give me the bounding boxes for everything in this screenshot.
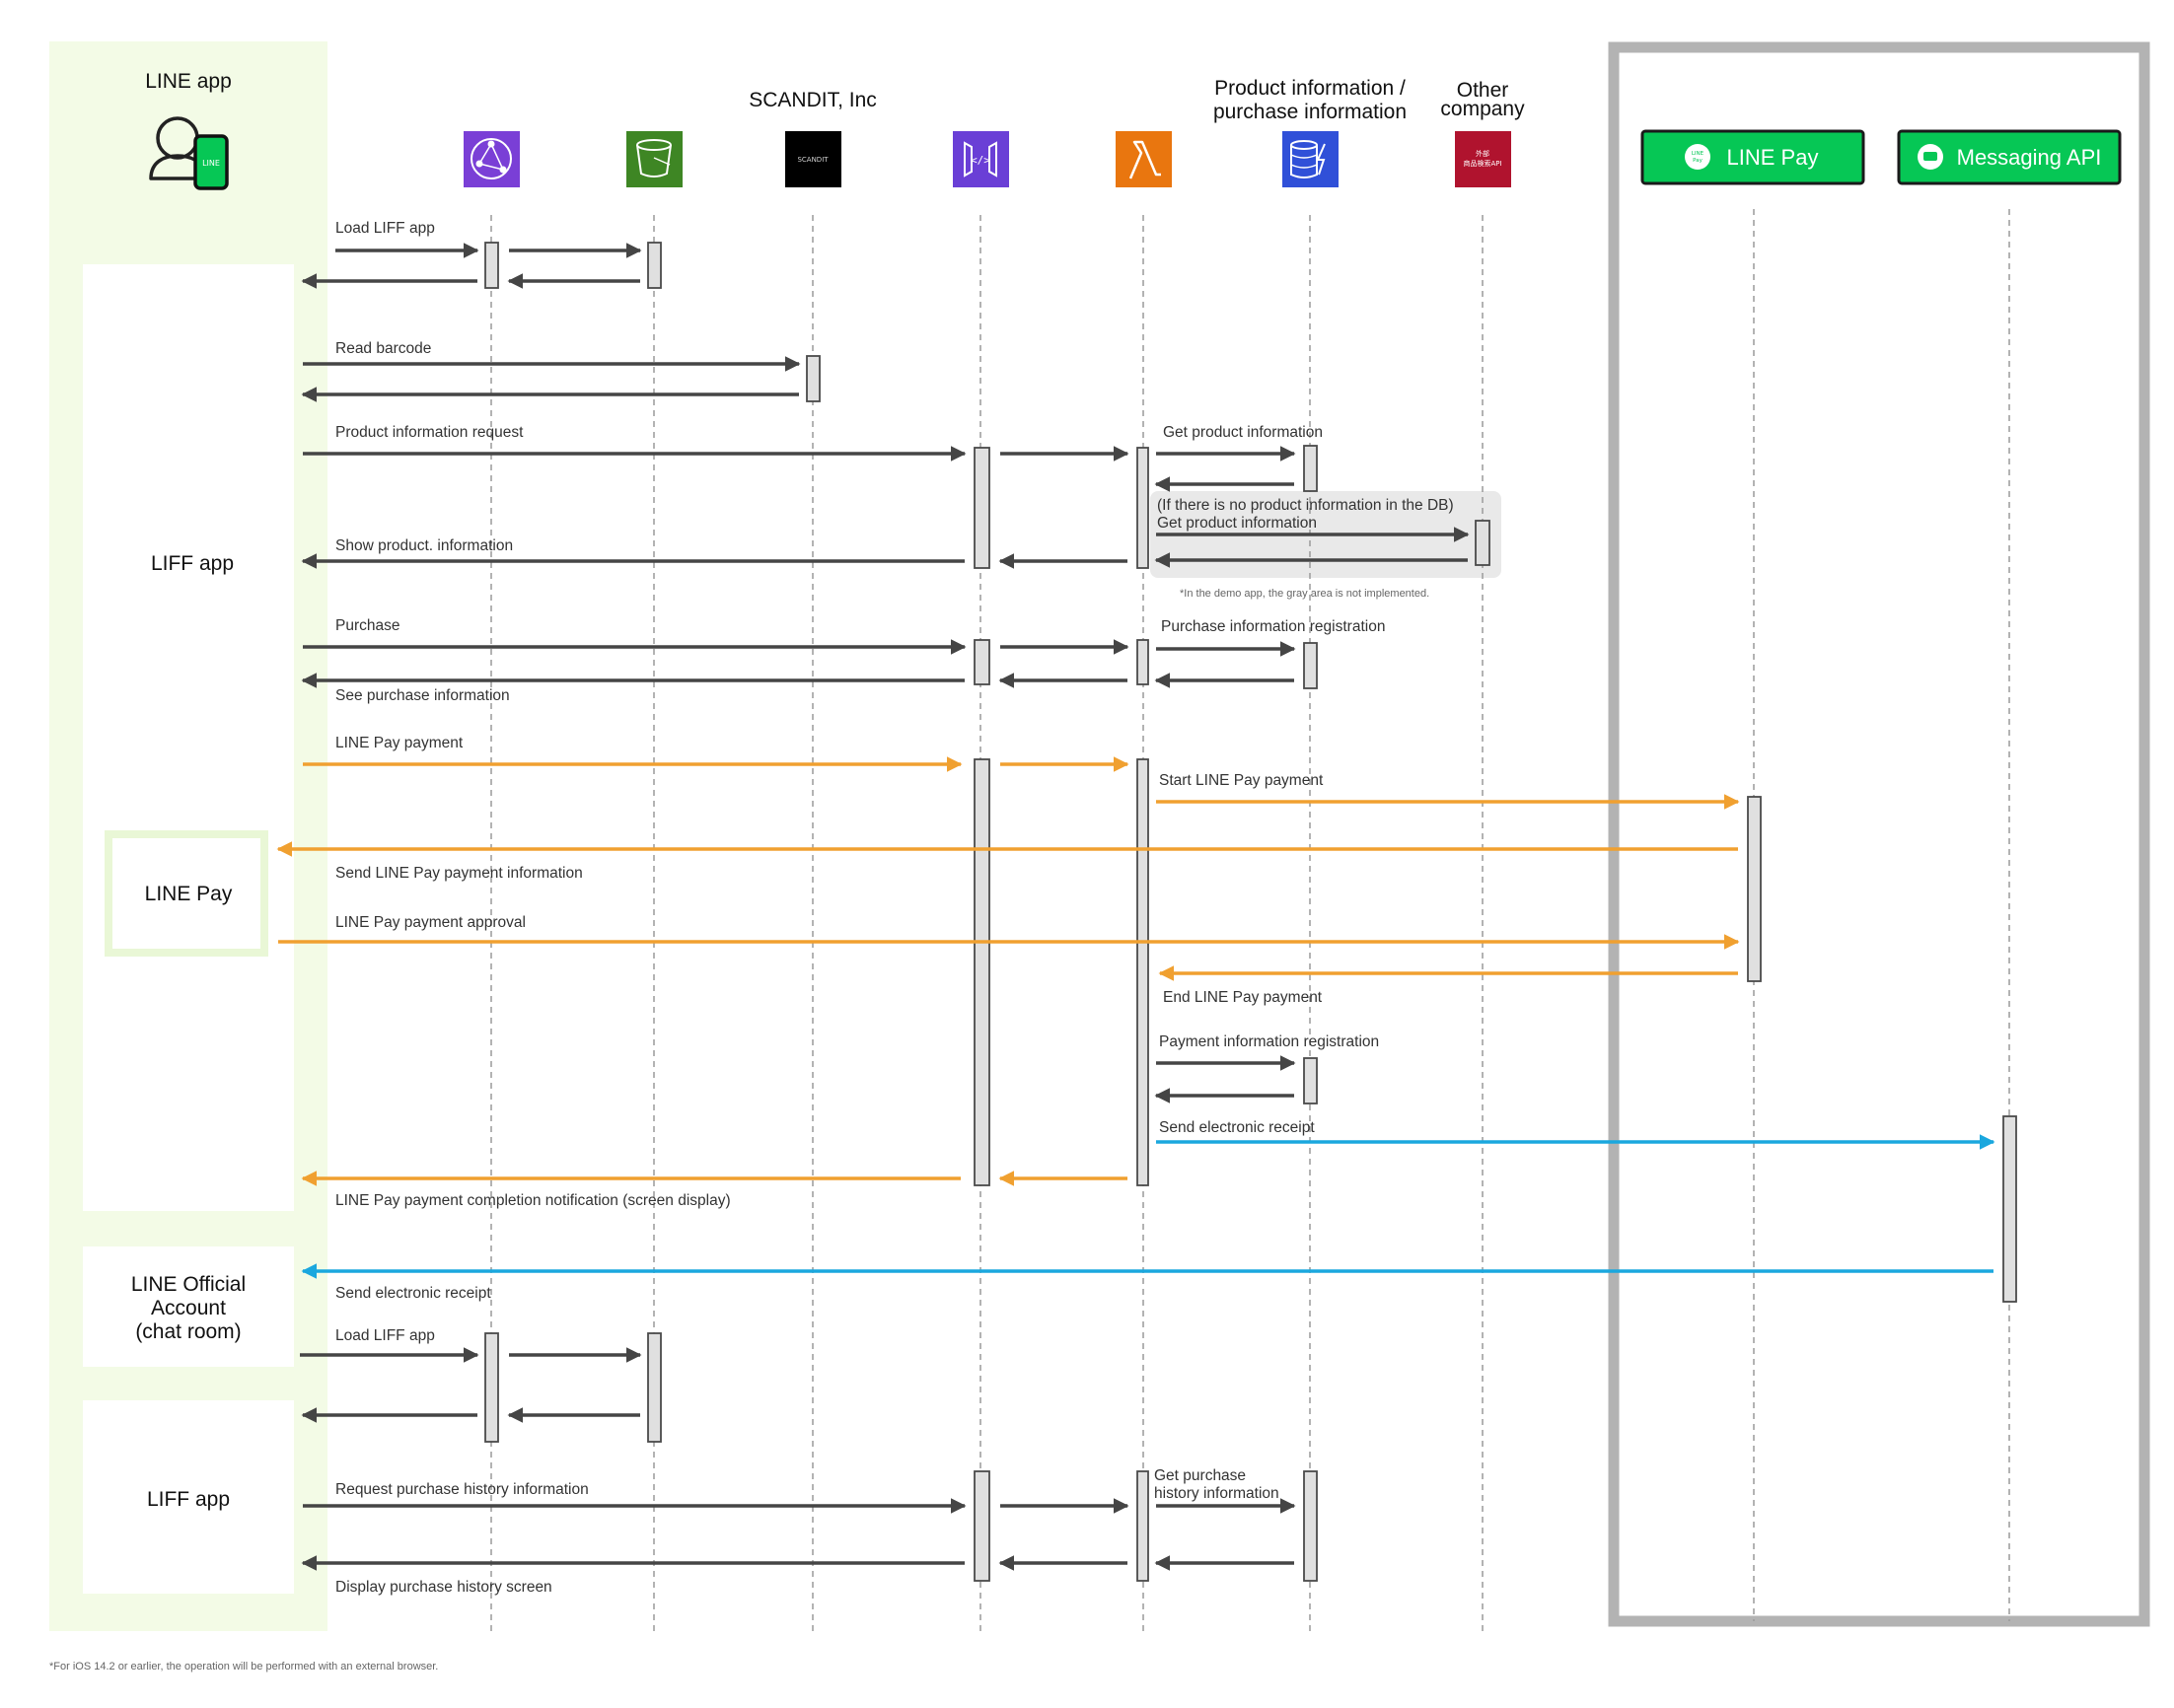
msg-no-product-in-db: (If there is no product information in t… xyxy=(1157,497,1454,514)
activation-bar xyxy=(974,1470,990,1582)
activation-bar xyxy=(1303,1470,1318,1582)
msg-start-line-pay-payment: Start LINE Pay payment xyxy=(1159,772,1324,789)
activation-bar xyxy=(1136,758,1149,1186)
msg-load-liff-app-1: Load LIFF app xyxy=(335,220,435,237)
cognito-icon xyxy=(464,131,520,187)
svg-text:商品検索API: 商品検索API xyxy=(1463,159,1501,168)
line-pay-panel xyxy=(105,830,268,957)
msg-payment-info-registration: Payment information registration xyxy=(1159,1033,1379,1050)
line-pay-logo-icon: LINE Pay xyxy=(1685,144,1710,170)
official-account-label-3: (chat room) xyxy=(135,1320,241,1343)
liff-app-panel-1 xyxy=(83,264,294,1211)
activation-bar xyxy=(974,447,990,569)
activation-bar xyxy=(1136,447,1149,569)
line-pay-label: LINE Pay xyxy=(145,883,233,905)
msg-see-purchase-info: See purchase information xyxy=(335,687,510,704)
activation-bar xyxy=(806,355,821,402)
msg-request-purchase-history: Request purchase history information xyxy=(335,1481,589,1498)
svg-text:SCANDIT: SCANDIT xyxy=(797,156,829,164)
official-account-panel xyxy=(83,1246,294,1367)
activation-bar xyxy=(974,758,990,1186)
msg-get-product-info-2: Get product information xyxy=(1157,515,1317,532)
activation-bar xyxy=(1303,1057,1318,1104)
footer-note: *For iOS 14.2 or earlier, the operation … xyxy=(49,1661,438,1672)
svg-text:LINE: LINE xyxy=(202,159,220,168)
msg-end-line-pay-payment: End LINE Pay payment xyxy=(1163,989,1323,1006)
line-pay-button-label: LINE Pay xyxy=(1727,145,1819,170)
activation-bar xyxy=(484,242,499,289)
official-account-label-2: Account xyxy=(151,1297,226,1319)
activation-bar xyxy=(484,1332,499,1443)
blue-arrows xyxy=(301,1134,1995,1279)
svg-text:LINE: LINE xyxy=(1692,151,1704,157)
note-gray-area: *In the demo app, the gray area is not i… xyxy=(1180,588,1429,600)
msg-load-liff-app-2: Load LIFF app xyxy=(335,1327,435,1344)
msg-read-barcode: Read barcode xyxy=(335,340,431,357)
msg-send-electronic-receipt-2: Send electronic receipt xyxy=(335,1285,491,1302)
msg-purchase: Purchase xyxy=(335,617,399,634)
header-line-app: LINE app xyxy=(145,70,232,93)
header-other-2: company xyxy=(1440,98,1525,120)
msg-get-product-info: Get product information xyxy=(1163,424,1323,441)
msg-get-purchase-history-2: history information xyxy=(1154,1485,1279,1502)
user-phone-icon: LINE xyxy=(149,116,229,190)
activation-bar xyxy=(1303,642,1318,689)
msg-line-pay-payment-approval: LINE Pay payment approval xyxy=(335,914,526,931)
activation-bar xyxy=(647,242,662,289)
msg-send-line-pay-payment-info: Send LINE Pay payment information xyxy=(335,865,583,882)
liff-app-label-2: LIFF app xyxy=(147,1488,230,1511)
lambda-icon xyxy=(1116,131,1172,187)
official-account-label-1: LINE Official xyxy=(131,1273,246,1296)
activation-bar xyxy=(1475,520,1490,566)
chat-bubble-icon xyxy=(1918,144,1943,170)
activation-bar xyxy=(1747,796,1762,982)
svg-text:</>: </> xyxy=(971,154,990,167)
header-scandit: SCANDIT, Inc xyxy=(749,89,877,111)
msg-product-info-request: Product information request xyxy=(335,424,524,441)
dynamodb-icon xyxy=(1282,131,1339,187)
activation-bar xyxy=(1303,445,1318,492)
header-product-info-2: purchase information xyxy=(1213,101,1407,123)
msg-payment-completion-notification: LINE Pay payment completion notification… xyxy=(335,1192,731,1209)
messaging-api-button-label: Messaging API xyxy=(1957,145,2102,170)
msg-line-pay-payment: LINE Pay payment xyxy=(335,735,464,751)
scandit-logo: SCANDIT xyxy=(785,131,841,187)
msg-show-product-info: Show product. information xyxy=(335,537,513,554)
header-other-1: Other xyxy=(1457,79,1509,102)
svg-text:外部: 外部 xyxy=(1476,149,1489,158)
orange-arrows xyxy=(276,756,1740,1186)
line-pay-button[interactable]: LINE Pay LINE Pay xyxy=(1640,129,1865,185)
msg-display-purchase-history: Display purchase history screen xyxy=(335,1579,552,1596)
activation-bar xyxy=(1136,639,1149,685)
s3-bucket-icon xyxy=(626,131,683,187)
svg-text:Pay: Pay xyxy=(1693,158,1703,164)
msg-get-purchase-history-1: Get purchase xyxy=(1154,1467,1246,1484)
liff-app-panel-2 xyxy=(83,1400,294,1594)
lifelines xyxy=(490,209,2010,1631)
liff-app-label-1: LIFF app xyxy=(151,552,234,575)
gray-arrows xyxy=(300,243,1470,1571)
activation-bar xyxy=(647,1332,662,1443)
activation-bar xyxy=(2002,1115,2017,1303)
external-services-frame xyxy=(1608,41,2150,1627)
msg-purchase-info-registration: Purchase information registration xyxy=(1161,618,1385,635)
messaging-api-button[interactable]: Messaging API xyxy=(1897,129,2122,185)
activation-bar xyxy=(974,639,990,685)
other-company-api-icon: 外部 商品検索API xyxy=(1455,131,1511,187)
msg-send-electronic-receipt: Send electronic receipt xyxy=(1159,1119,1315,1136)
api-gateway-icon: </> xyxy=(953,131,1009,187)
activation-bars xyxy=(484,242,2017,1582)
activation-bar xyxy=(1136,1470,1149,1582)
header-product-info-1: Product information / xyxy=(1214,77,1406,100)
